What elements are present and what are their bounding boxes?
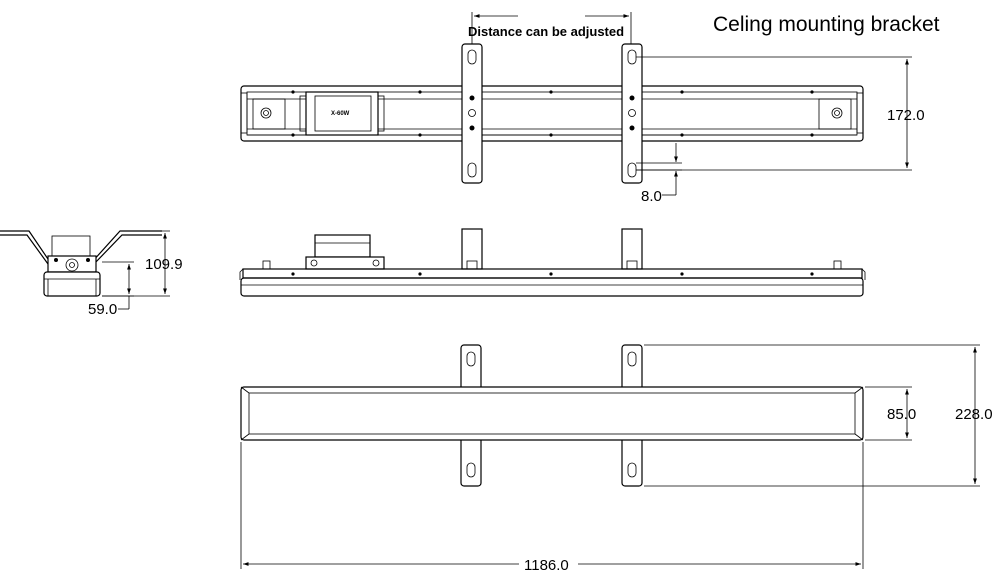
hole-offset-dimension: 8.0 [636,143,682,205]
adjustable-distance-note: Distance can be adjusted [468,24,624,39]
bracket-span-value: 228.0 [955,406,993,423]
total-length-dimension: 1186.0 [240,442,864,573]
drawing-title: Celing mounting bracket [713,13,940,36]
bracket-height-dimension: 172.0 [636,56,925,171]
lens-width-dimension: 85.0 [865,386,916,441]
driver-label: X-60W [331,111,350,117]
bottom-view [240,344,864,487]
end-width-dimension: 59.0 [88,261,134,318]
top-view: X-60W [240,43,864,184]
adjustable-distance-dimension: Distance can be adjusted [468,12,632,45]
hole-offset-value: 8.0 [641,188,662,205]
bracket-span-dimension: 228.0 [644,344,993,487]
front-view [239,228,866,297]
lens-width-value: 85.0 [887,406,916,423]
end-view [0,230,162,297]
end-height-dimension: 109.9 [102,230,183,297]
end-width-value: 59.0 [88,301,117,318]
end-height-value: 109.9 [145,256,183,273]
bracket-height-value: 172.0 [887,107,925,124]
total-length-value: 1186.0 [524,557,569,573]
